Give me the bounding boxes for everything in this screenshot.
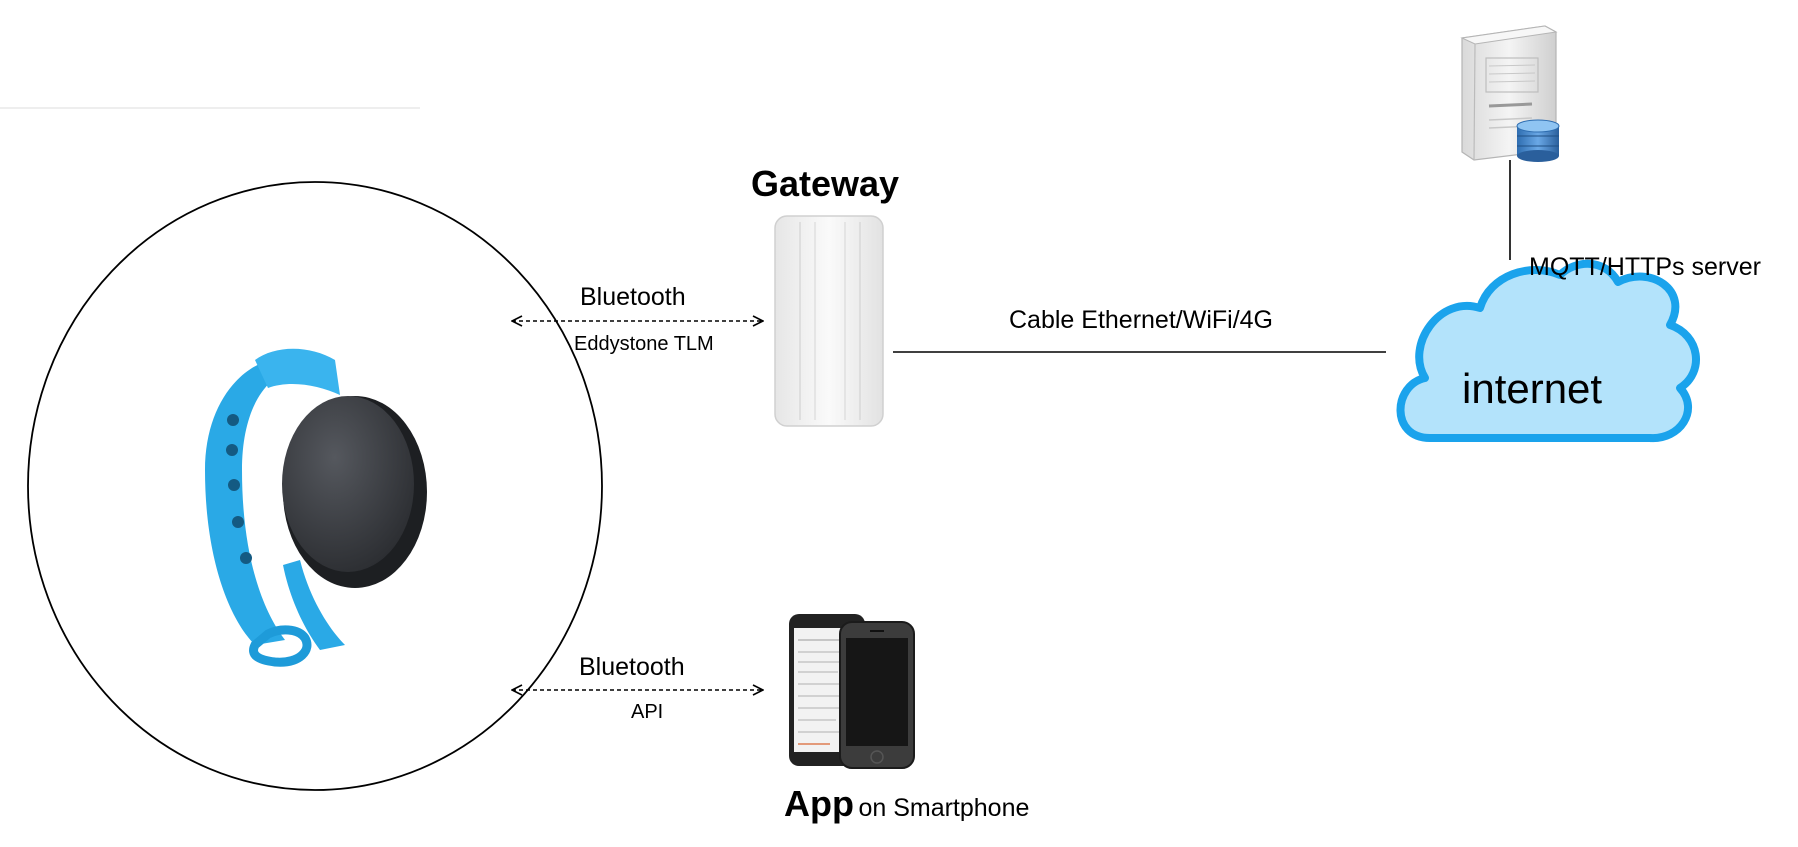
app-link-profile-label: API: [631, 701, 664, 723]
device-range-circle: [27, 181, 603, 791]
smartphone-icon: [789, 614, 915, 769]
internet-cloud-icon: [1396, 259, 1700, 443]
gateway-title: Gateway: [751, 163, 900, 204]
internet-label: internet: [1462, 365, 1603, 412]
database-icon: [1516, 119, 1560, 162]
wristband-beacon-image: [205, 348, 427, 667]
gateway-link-profile-label: Eddystone TLM: [574, 333, 714, 355]
gateway-link-protocol-label: Bluetooth: [580, 283, 686, 311]
app-link-protocol-label: Bluetooth: [579, 653, 685, 681]
gateway-device-image: [774, 215, 884, 427]
app-subtitle: on Smartphone: [858, 794, 1030, 822]
app-caption: App on Smartphone: [784, 786, 1029, 822]
app-title: App: [784, 783, 854, 824]
ethernet-link-label: Cable Ethernet/WiFi/4G: [1009, 306, 1273, 334]
server-label: MQTT/HTTPs server: [1529, 253, 1761, 281]
